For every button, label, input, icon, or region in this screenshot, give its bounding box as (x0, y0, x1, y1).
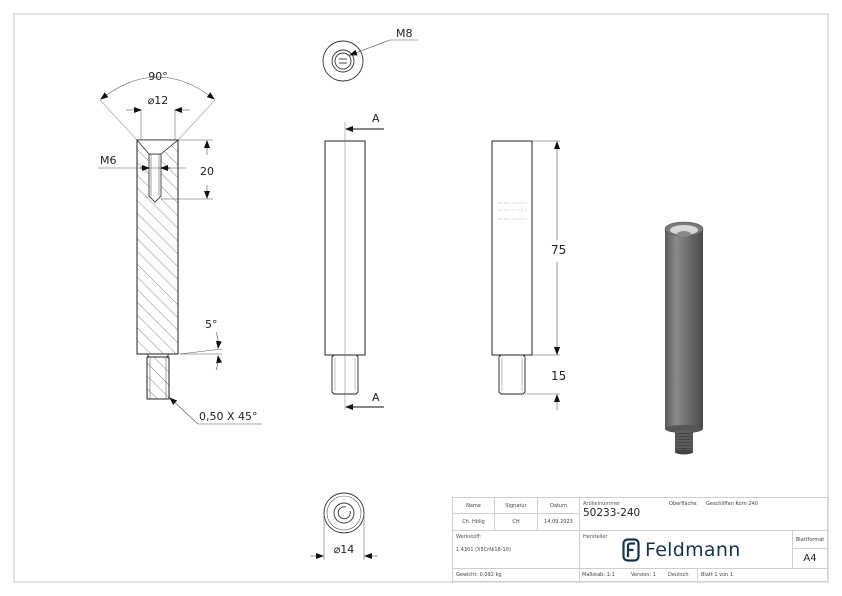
chamfer-label: 0,50 X 45° (199, 410, 258, 423)
language-value: Deutsch (668, 572, 689, 578)
material-value: 1.4301 (X5CrNi18-10) (456, 547, 511, 553)
surface-label: Oberfläche: (669, 501, 699, 507)
sheet-format-label: Blattformat (795, 537, 825, 543)
surface-value: Geschliffen Korn 240 (706, 501, 758, 507)
bottom-view: ⌀14 (310, 492, 378, 560)
signature-value: CH (512, 519, 520, 525)
manufacturer-cell: Hersteller Feldmann (580, 531, 793, 569)
feldmann-logo-icon (622, 538, 640, 562)
m8-thread-label: M8 (396, 27, 413, 40)
name-value: Ch. Hölig (462, 519, 485, 525)
taper-5deg-dimension: 5° (205, 318, 218, 331)
name-value-cell: Ch. Hölig (453, 514, 495, 531)
date-header: Datum (550, 503, 567, 509)
date-value-cell: 14.09.2023 (538, 514, 580, 531)
sheet-number-cell: Blatt 1 von 1 (698, 569, 828, 582)
manufacturer-label: Hersteller (583, 534, 608, 540)
signature-value-cell: CH (495, 514, 538, 531)
diameter-12-dimension: ⌀12 (148, 94, 169, 107)
angle-dimension: 90° (148, 70, 168, 83)
signature-header: Signatur (505, 503, 527, 509)
isometric-render (664, 221, 704, 455)
side-view: 75 15 (491, 140, 566, 410)
sheet-format-value: A4 (803, 553, 817, 564)
article-number: 50233-240 (583, 507, 641, 519)
m6-thread-label: M6 (100, 154, 117, 167)
scale-version-cell: Maßstab: 1:1 Version: 1 Deutsch (580, 569, 698, 582)
weight-cell: Gewicht: 0,092 kg (453, 569, 580, 582)
article-label: Artikelnummer (583, 501, 621, 507)
front-view: A A (324, 112, 384, 410)
sheet-number: Blatt 1 von 1 (701, 572, 734, 578)
feldmann-logo: Feldmann (622, 538, 741, 562)
material-label: Werkstoff: (456, 534, 482, 540)
material-cell: Werkstoff: 1.4301 (X5CrNi18-10) (453, 531, 580, 569)
signature-header-cell: Signatur (495, 498, 538, 514)
sheet-frame (13, 13, 829, 583)
length-15-dimension: 15 (551, 369, 566, 383)
sheet-format-label-cell: Blattformat (793, 531, 828, 549)
scale-value: Maßstab: 1:1 (582, 572, 615, 578)
article-cell: Artikelnummer 50233-240 Oberfläche: Gesc… (580, 498, 828, 531)
weight-value: Gewicht: 0,092 kg (456, 572, 502, 578)
version-value: Version: 1 (631, 572, 656, 578)
section-view: 90° ⌀12 M6 20 5° 0,50 X 45° (98, 70, 262, 425)
date-header-cell: Datum (538, 498, 580, 514)
title-block: Name Signatur Datum Ch. Hölig CH 14.09.2… (452, 497, 829, 583)
depth-20-dimension: 20 (200, 165, 214, 178)
section-marker-a-bottom: A (372, 391, 380, 404)
length-75-dimension: 75 (551, 243, 566, 257)
diameter-14-dimension: ⌀14 (334, 543, 355, 556)
date-value: 14.09.2023 (544, 519, 573, 525)
top-view: M8 (322, 27, 418, 82)
name-header: Name (466, 503, 481, 509)
feldmann-logo-text: Feldmann (645, 539, 741, 561)
section-marker-a-top: A (372, 112, 380, 125)
sheet-format-value-cell: A4 (793, 549, 828, 569)
name-header-cell: Name (453, 498, 495, 514)
